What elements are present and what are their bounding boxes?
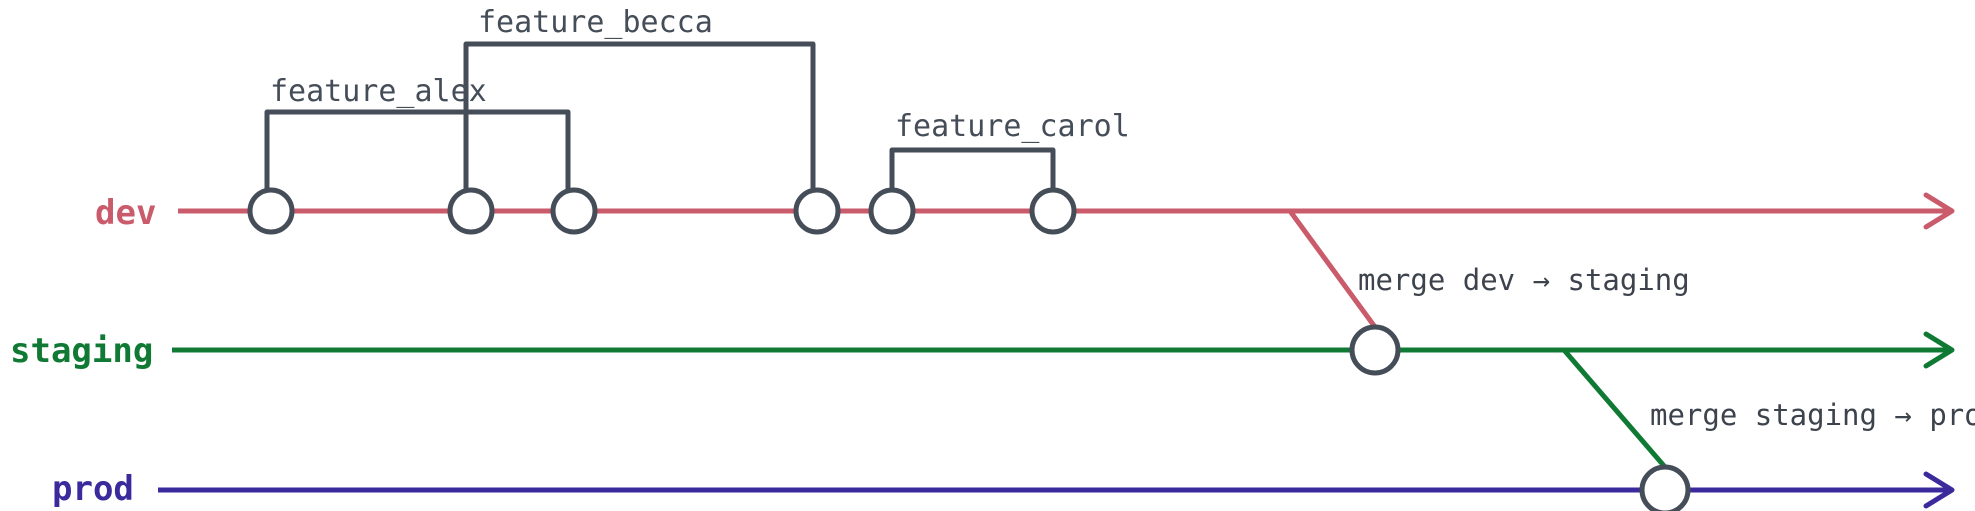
commit-node-dev-1[interactable] [447,187,495,235]
commit-node-dev-5[interactable] [1029,187,1077,235]
commit-node-staging-0[interactable] [1349,324,1401,376]
commit-node-dev-3[interactable] [793,187,841,235]
feature-bracket-alex [264,109,571,195]
merge-label-staging-to-prod: merge staging → prod [1650,398,1975,432]
branch-arrowhead-dev [1923,192,1955,230]
merge-label-dev-to-staging: merge dev → staging [1358,263,1690,297]
merge-line-staging-to-prod [1561,347,1668,470]
merge-line-dev-to-staging [1287,208,1378,330]
feature-bracket-carol [889,147,1056,195]
feature-bracket-becca [463,41,816,195]
branch-lane-staging: staging [10,331,1955,371]
feature-bracket-group-becca: feature_becca [463,5,816,195]
commit-node-prod-0[interactable] [1639,464,1691,511]
branch-label-prod: prod [52,469,134,509]
commit-node-dev-4[interactable] [868,187,916,235]
feature-bracket-group-alex: feature_alex [264,74,571,195]
commit-node-group [247,187,1691,511]
feature-bracket-label-carol: feature_carol [895,109,1130,144]
branch-lane-dev: dev [95,192,1955,233]
feature-bracket-label-becca: feature_becca [478,5,713,40]
feature-bracket-label-alex: feature_alex [270,74,487,109]
commit-node-dev-2[interactable] [550,187,598,235]
merge-connector-group [1287,208,1668,470]
branch-arrowhead-prod [1923,471,1955,509]
branch-arrowhead-staging [1923,331,1955,369]
branch-label-dev: dev [95,193,156,233]
commit-node-dev-0[interactable] [247,187,295,235]
branch-label-staging: staging [10,331,153,371]
feature-bracket-group-carol: feature_carol [889,109,1130,195]
